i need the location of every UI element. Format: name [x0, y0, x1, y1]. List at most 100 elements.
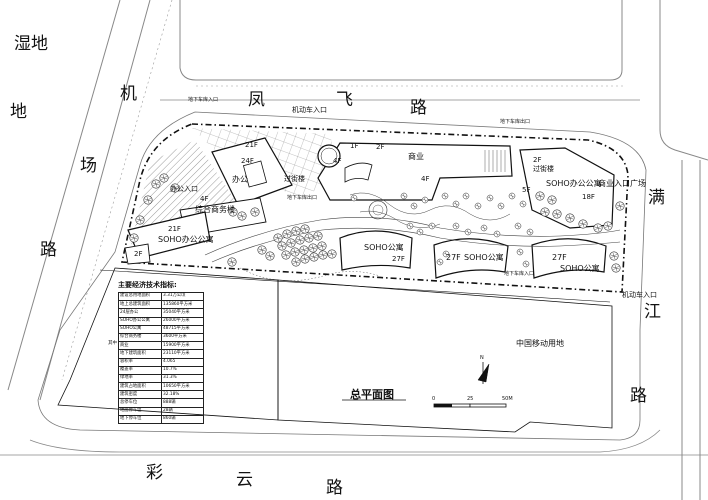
stats-header: 主要经济技术指标:: [118, 281, 177, 289]
underground-entrance-label-1: 地下车库入口: [188, 97, 219, 103]
caiyun-road-char-2: 云: [236, 470, 253, 490]
floor-5-label: 5F: [522, 186, 531, 194]
arcade-left-label: 过街楼: [284, 175, 305, 183]
arcade-right-label: 过街楼: [533, 165, 554, 173]
stats-value-cell: 860辆: [161, 414, 204, 425]
complex-building-label: 综合商务楼: [195, 205, 235, 214]
fengfei-road-char-1: 凤: [248, 90, 265, 110]
floor-27-b-label: 27F: [446, 253, 461, 262]
stats-label-cell: 建设总用地面积: [118, 291, 162, 302]
scale-25-label: 25: [467, 396, 474, 402]
underground-entrance-label-2: 地下车库出口: [500, 119, 531, 125]
stats-value-cell: 15900平方米: [161, 341, 204, 351]
stats-value-cell: 3600平方米: [161, 332, 204, 343]
soho-office-left-label: SOHO办公公寓: [158, 235, 214, 244]
scale-0-label: 0: [432, 396, 436, 402]
stats-value-cell: 888辆: [161, 398, 204, 408]
office-label: 办公: [232, 175, 248, 184]
airport-road-char-3: 路: [40, 240, 57, 260]
floor-4-mid-label: 4F: [421, 175, 430, 183]
stats-value-cell: 28辆: [161, 406, 204, 416]
plan-title: 总平面图: [350, 388, 394, 401]
stats-label-cell: 建筑密度: [118, 390, 162, 400]
stats-label-cell: 地下停车位: [118, 414, 162, 425]
office-entrance-label: 办公入口: [170, 185, 198, 193]
stats-value-cell: 3.31万公顷: [161, 291, 204, 302]
floor-27-a-label: 27F: [392, 255, 405, 263]
underground-entrance-label-4: 地下车库入口: [504, 271, 535, 277]
floor-18-label: 18F: [582, 193, 595, 201]
caiyun-road-char-3: 路: [326, 478, 343, 498]
stats-label-cell: 容积率: [118, 357, 162, 367]
north-arrow-icon: [477, 362, 490, 384]
stats-label-cell: SOHO办公公寓: [118, 316, 162, 326]
soho-apartment-1-label: SOHO公寓: [364, 243, 404, 252]
stats-value-cell: 10650平方米: [161, 382, 204, 392]
office-floors-label: 24F: [241, 157, 254, 165]
stats-value-cell: 4.065: [161, 357, 204, 367]
wetland-road-label: 湿地: [14, 34, 48, 54]
soho-apartment-2-label: SOHO公寓: [464, 253, 504, 262]
stats-label-cell: 总停车位: [118, 398, 162, 408]
floor-2-left-label: 2F: [134, 250, 143, 258]
caiyun-road-char-1: 彩: [146, 463, 163, 483]
stats-label-cell: 绿地率: [118, 373, 162, 384]
fengfei-road-char-2: 飞: [336, 90, 353, 110]
stats-side-label: 其中: [108, 341, 117, 346]
stats-value-cell: 48715平方米: [161, 324, 204, 334]
soho-office-right-label: SOHO办公公寓: [546, 179, 602, 188]
airport-road-char-2: 场: [80, 156, 97, 176]
commerce-label: 商业: [408, 152, 424, 161]
commerce-entrance-label: 商业入口广场: [598, 179, 646, 188]
wetland-road-label-2: 地: [10, 102, 27, 122]
stats-label-cell: 地上总建筑面积: [118, 300, 162, 310]
manjiang-road-char-1: 满: [648, 188, 665, 208]
stats-value-cell: 31.3%: [161, 373, 204, 384]
underground-entrance-label-3: 地下车库出口: [287, 195, 318, 201]
manjiang-road-char-3: 路: [630, 386, 647, 406]
airport-road-char-1: 机: [120, 84, 137, 104]
stats-label-cell: SOHO公寓: [118, 324, 162, 334]
stats-value-cell: 32.18%: [161, 390, 204, 400]
floor-2-top-label: 2F: [376, 143, 385, 151]
stats-label-cell: 商业: [118, 341, 162, 351]
floor-21b-label: 21F: [168, 225, 181, 233]
stats-label-cell: 地面停车位: [118, 406, 162, 416]
fengfei-road-char-3: 路: [410, 98, 427, 118]
stats-value-cell: 23110平方米: [161, 349, 204, 359]
scale-50-label: 50M: [502, 396, 513, 402]
soho-apartment-3-label: SOHO公寓: [560, 264, 600, 273]
stats-label-cell: 覆盖率: [118, 365, 162, 375]
floor-27-c-label: 27F: [552, 253, 567, 262]
north-label: N: [480, 355, 484, 361]
stats-value-cell: 135860平方米: [161, 300, 204, 310]
stats-value-cell: 35040平方米: [161, 308, 204, 318]
manjiang-road-char-2: 江: [644, 302, 661, 322]
stats-value-cell: 10.7%: [161, 365, 204, 375]
stats-label-cell: 地下建筑面积: [118, 349, 162, 359]
cmcc-land-label: 中国移动用地: [516, 339, 564, 348]
floor-21-label: 21F: [245, 141, 258, 149]
stats-label-cell: 建筑占地面积: [118, 382, 162, 392]
stats-value-cell: 26000平方米: [161, 316, 204, 326]
vehicle-entrance-top: 机动车入口: [292, 106, 327, 114]
floor-4-center-label: 4F: [333, 157, 342, 165]
